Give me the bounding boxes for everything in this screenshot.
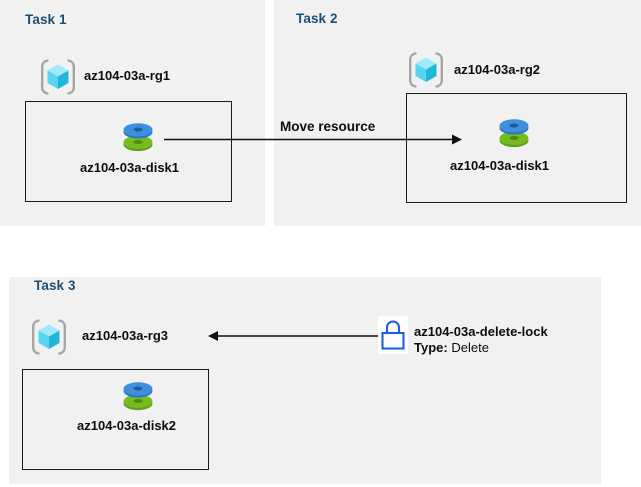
disk-icon — [118, 114, 158, 158]
panel-title-task-1: Task 1 — [25, 12, 67, 27]
lock-name-label: az104-03a-delete-lock — [414, 324, 548, 339]
lock-type-line: Type: Delete — [414, 340, 548, 356]
lock-icon — [378, 316, 408, 354]
resource-box-task-3 — [22, 369, 209, 470]
disk-icon — [118, 373, 158, 417]
resource-label-disk2-task-3: az104-03a-disk2 — [77, 418, 177, 433]
disk-icon — [494, 110, 534, 154]
panel-title-task-2: Task 2 — [296, 11, 338, 26]
resource-group-label-rg1: az104-03a-rg1 — [84, 68, 170, 83]
resource-box-task-1 — [25, 101, 232, 202]
resource-group-icon — [38, 57, 78, 97]
panel-task-1 — [0, 0, 265, 226]
panel-title-task-3: Task 3 — [34, 278, 76, 293]
resource-group-icon — [29, 317, 69, 357]
resource-label-disk1-task-1: az104-03a-disk1 — [80, 160, 180, 175]
resource-box-task-2 — [406, 93, 627, 203]
lock-type-key-label: Type: — [414, 340, 448, 355]
panel-task-2 — [274, 0, 641, 226]
arrow-move-resource — [164, 134, 462, 145]
resource-group-label-rg3: az104-03a-rg3 — [82, 328, 168, 343]
resource-label-disk1-task-2: az104-03a-disk1 — [450, 158, 550, 173]
arrow-lock-to-resource-group — [208, 331, 380, 341]
resource-group-label-rg2: az104-03a-rg2 — [454, 62, 540, 77]
arrow-label-move-resource: Move resource — [280, 119, 376, 134]
lock-type-value-label: Delete — [451, 340, 489, 355]
lock-text-block: az104-03a-delete-lock Type: Delete — [414, 324, 548, 356]
panel-task-3 — [9, 277, 601, 484]
resource-group-icon — [406, 50, 446, 90]
